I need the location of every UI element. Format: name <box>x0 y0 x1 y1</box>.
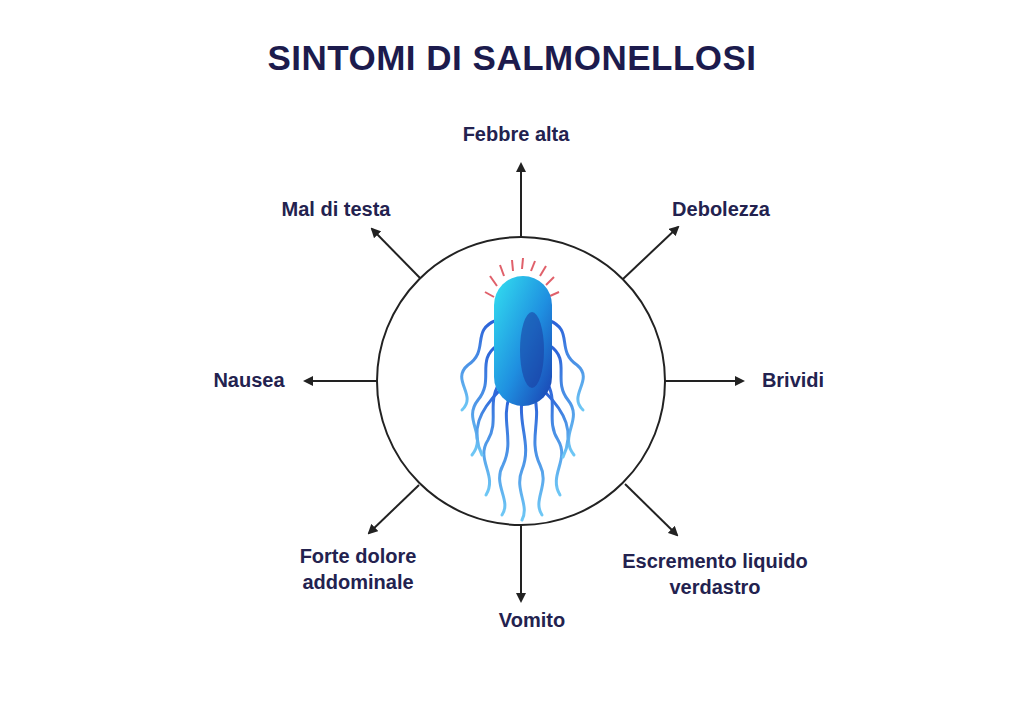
symptom-label: Escremento liquido verdastro <box>598 548 833 600</box>
bacterium <box>462 258 584 520</box>
symptom-label: Mal di testa <box>282 196 391 222</box>
symptom-label: Febbre alta <box>463 121 570 147</box>
symptom-label: Nausea <box>213 367 284 393</box>
symptom-label: Brividi <box>762 367 824 393</box>
arrows <box>305 164 743 601</box>
outer-circle <box>377 237 665 525</box>
symptom-label: Debolezza <box>672 196 770 222</box>
title: SINTOMI DI SALMONELLOSI <box>0 38 1024 78</box>
symptom-label: Forte dolore addominale <box>278 543 438 595</box>
symptom-label: Vomito <box>499 607 565 633</box>
